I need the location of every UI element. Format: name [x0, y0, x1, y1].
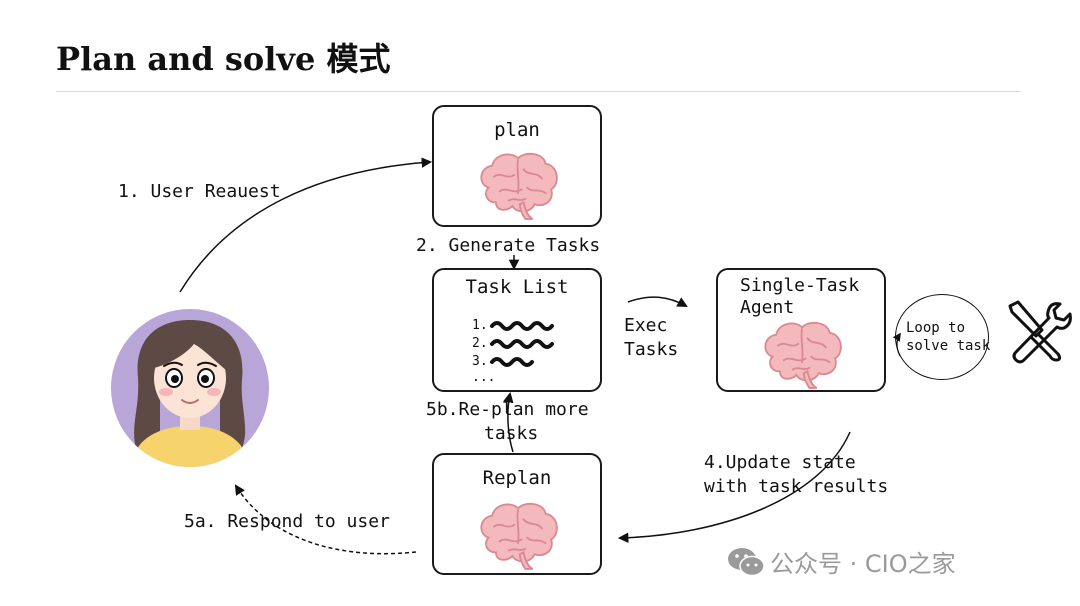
- task-item-3: 3.: [472, 354, 488, 369]
- update-state-label-line1: 4.Update state: [704, 452, 856, 473]
- wechat-icon: [728, 548, 765, 577]
- replan-title: Replan: [482, 467, 552, 489]
- task-item-1: 1.: [472, 318, 488, 333]
- brain-icon: [756, 316, 848, 390]
- loop-line1: Loop to: [906, 320, 966, 336]
- task-item-2: 2.: [472, 336, 488, 351]
- respond-user-arrow: [234, 484, 417, 555]
- task-list-title: Task List: [465, 276, 569, 298]
- agent-box: Single-Task Agent: [716, 268, 886, 392]
- page-title: Plan and solve 模式: [56, 40, 391, 78]
- respond-user-label: 5a. Respond to user: [184, 511, 390, 532]
- update-state-arrow: [617, 431, 851, 543]
- task-scribble-1: [490, 321, 554, 331]
- update-state-label-line2: with task results: [704, 476, 889, 497]
- user-avatar: [111, 309, 269, 467]
- agent-title-line1: Single-Task: [740, 275, 860, 296]
- task-item-more: ...: [472, 370, 496, 385]
- plan-title: plan: [494, 119, 540, 141]
- replan-more-label-line2: tasks: [484, 423, 539, 444]
- exec-tasks-label-line1: Exec: [624, 315, 668, 336]
- brain-icon: [472, 147, 564, 221]
- watermark-text: 公众号 · CIO之家: [770, 550, 956, 578]
- loop-circle: Loop to solve task: [895, 294, 991, 380]
- replan-tasks-arrow: [503, 391, 514, 453]
- user-request-label: 1. User Reauest: [118, 181, 281, 202]
- brain-icon: [472, 497, 564, 571]
- generate-tasks-label: 2. Generate Tasks: [416, 235, 601, 256]
- exec-tasks-label-line2: Tasks: [624, 339, 679, 360]
- title-divider: [56, 91, 1020, 92]
- task-list-box: Task List 1. 2. 3. ...: [432, 268, 602, 392]
- replan-box: Replan: [432, 453, 602, 575]
- task-scribble-2: [490, 339, 554, 349]
- tools-icon: [1008, 300, 1072, 364]
- exec-tasks-arrow: [627, 296, 688, 308]
- task-scribble-3: [490, 357, 534, 367]
- plan-box: plan: [432, 105, 602, 227]
- user-request-arrow: [179, 157, 433, 293]
- agent-title-line2: Agent: [740, 297, 795, 318]
- loop-line2: solve task: [906, 338, 991, 354]
- scribble-lines: [490, 321, 554, 367]
- replan-more-label-line1: 5b.Re-plan more: [426, 399, 589, 420]
